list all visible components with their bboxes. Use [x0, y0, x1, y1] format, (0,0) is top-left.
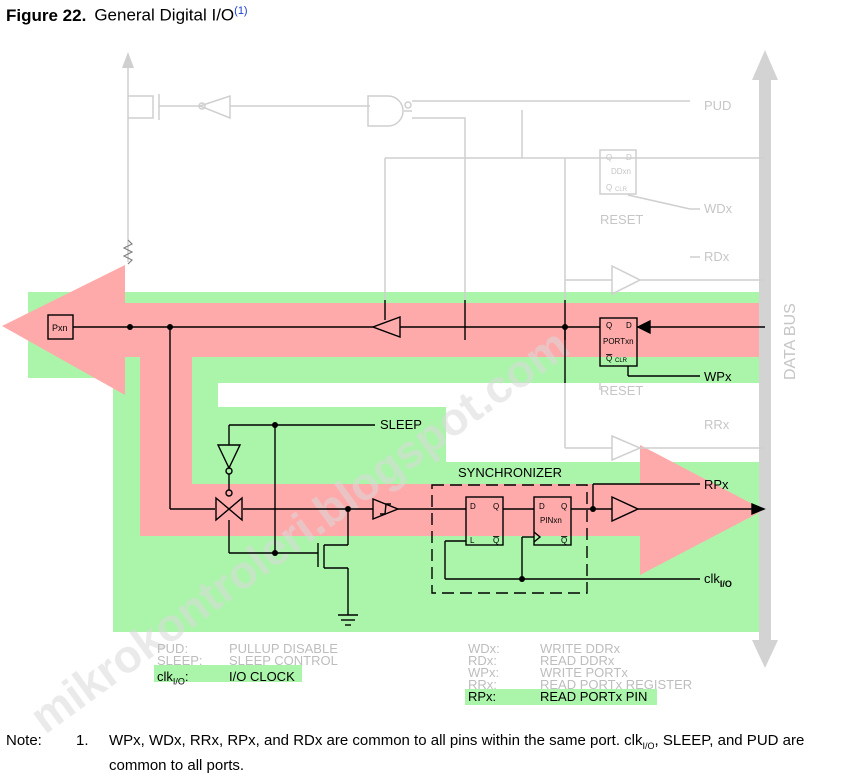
pud-label: PUD	[704, 98, 731, 113]
note-text: WPx, WDx, RRx, RPx, and RDx are common t…	[109, 732, 805, 774]
rpx-label: RPx	[704, 477, 729, 492]
legend-item-pud: PUD:PULLUP DISABLE	[157, 641, 338, 656]
svg-text:DDxn: DDxn	[611, 167, 631, 176]
reset-ddr-label: RESET	[600, 212, 643, 227]
ddxn-register: Q D DDxn Q CLR	[606, 153, 632, 193]
svg-text:Q: Q	[606, 183, 612, 192]
portxn-clr: CLR	[615, 358, 628, 364]
figure-number: Figure 22.	[6, 5, 87, 25]
rrx-label: RRx	[704, 417, 730, 432]
latch-d: D	[470, 502, 476, 511]
portxn-d: D	[626, 321, 632, 330]
reset-port-label: RESET	[600, 383, 643, 398]
sleep-label: SLEEP	[380, 417, 422, 432]
clk-label: clkI/O	[704, 571, 732, 589]
legend-left: PUD:PULLUP DISABLE SLEEP:SLEEP CONTROL c…	[157, 641, 338, 687]
portxn-register	[599, 317, 638, 367]
latch-l: L	[470, 536, 475, 545]
svg-text:D: D	[626, 153, 632, 162]
latch-q: Q	[493, 502, 499, 511]
output-driver-icon	[370, 315, 401, 339]
inactive-labels: PUD WDx RDx RRx RESET RESET	[600, 98, 733, 432]
pin-label: Pxn	[52, 323, 68, 333]
read-path-arrow	[140, 357, 764, 575]
legend-item-rrx: RRx:READ PORTx REGISTER	[468, 677, 693, 692]
legend-item-clk: clkI/O:I/O CLOCK	[157, 669, 295, 687]
latch-qbar: Q	[493, 536, 499, 545]
transmission-gate-icon	[215, 496, 243, 522]
pullup-resistor-icon	[122, 239, 134, 265]
legend-item-wdx: WDx:WRITE DDRx	[468, 641, 621, 656]
active-circuitry	[47, 300, 766, 626]
green-region	[28, 292, 765, 632]
inactive-circuitry	[122, 52, 765, 462]
portxn-qbar: Q	[606, 354, 612, 363]
note-label: Note:	[6, 732, 42, 749]
read-buffer-icon	[611, 495, 640, 523]
svg-text:Q: Q	[606, 153, 612, 162]
active-labels: Pxn Q D PORTxn Q CLR WPx SLEEP SYNCHRONI…	[52, 321, 732, 589]
pinxn-d: D	[539, 502, 545, 511]
legend-highlight-right	[465, 689, 657, 705]
portxn-q: Q	[606, 321, 612, 330]
write-path-arrow	[2, 265, 765, 395]
portxn-name: PORTxn	[603, 337, 634, 346]
synchronizer-box	[431, 484, 588, 594]
sync-latch	[465, 496, 504, 546]
legend-highlight-left	[154, 665, 302, 682]
active-path-highlight	[28, 292, 765, 705]
data-flow-arrows	[2, 265, 765, 575]
legend-item-sleep: SLEEP:SLEEP CONTROL	[157, 653, 338, 668]
figure-title: General Digital I/O	[94, 5, 235, 25]
wpx-label: WPx	[704, 369, 732, 384]
pinxn-name: PINxn	[540, 516, 562, 525]
pinxn-q: Q	[561, 502, 567, 511]
pinxn-qbar: Q	[561, 536, 567, 545]
junction-dots	[127, 324, 596, 582]
rdx-label: RDx	[704, 249, 730, 264]
note-number: 1.	[76, 732, 89, 749]
legend-item-rdx: RDx:READ DDRx	[468, 653, 615, 668]
svg-text:CLR: CLR	[615, 187, 628, 193]
legend-right: WDx:WRITE DDRx RDx:READ DDRx WPx:WRITE P…	[468, 641, 693, 704]
wdx-label: WDx	[704, 201, 733, 216]
data-bus-label: DATA BUS	[782, 303, 799, 380]
legend-item-rpx: RPx:READ PORTx PIN	[468, 689, 648, 704]
figure-footnote-ref: (1)	[234, 5, 248, 17]
synchronizer-label: SYNCHRONIZER	[458, 465, 562, 480]
pinxn-flipflop	[533, 496, 572, 546]
figure-header: Figure 22. General Digital I/O(1)	[6, 5, 248, 26]
data-bus: DATA BUS	[752, 50, 799, 668]
legend-item-wpx: WPx:WRITE PORTx	[468, 665, 628, 680]
